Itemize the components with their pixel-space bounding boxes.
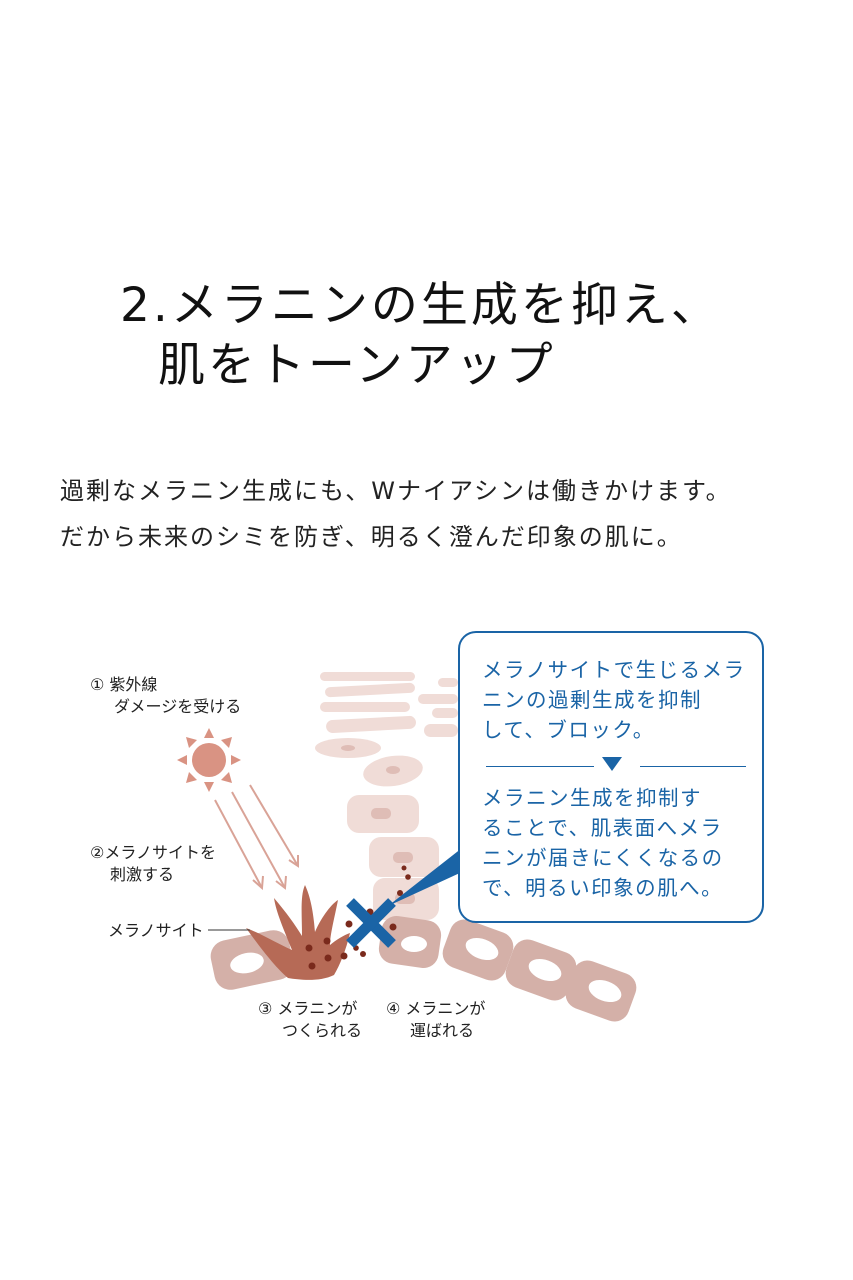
callout-box: メラノサイトで生じるメラ ニンの過剰生成を抑制 して、ブロック。 メラニン生成を… xyxy=(458,631,764,923)
uv-ray-arrows xyxy=(214,784,299,891)
divider-left xyxy=(486,766,594,767)
callout-text-1: メラノサイトで生じるメラ ニンの過剰生成を抑制 して、ブロック。 xyxy=(482,658,746,742)
down-arrow-icon xyxy=(602,757,622,771)
lead-line-2: だから未来のシミを防ぎ、明るく澄んだ印象の肌に。 xyxy=(60,523,683,551)
melanin-granules xyxy=(305,865,411,970)
melanin-diagram: ① 紫外線 ダメージを受ける ②メラノサイトを 刺激する メラノサイト ③ メラ… xyxy=(0,600,853,1070)
callout-text-2: メラニン生成を抑制す ることで、肌表面へメラ ニンが届きにくくなるの で、明るい… xyxy=(482,786,724,900)
sun-icon xyxy=(177,728,241,792)
lead-line-1: 過剰なメラニン生成にも、Wナイアシンは働きかけます。 xyxy=(60,477,732,505)
block-x-icon xyxy=(346,898,396,948)
step-2-label: ②メラノサイトを 刺激する xyxy=(90,843,217,884)
step-4-label: ④ メラニンが 運ばれる xyxy=(386,999,486,1040)
melanocyte-cell xyxy=(246,885,350,980)
lead-paragraph: 過剰なメラニン生成にも、Wナイアシンは働きかけます。 だから未来のシミを防ぎ、明… xyxy=(60,468,732,560)
step-1-label: ① 紫外線 ダメージを受ける xyxy=(90,675,242,716)
divider-right xyxy=(640,766,746,767)
heading-line-1: 2.メラニンの生成を抑え、 xyxy=(120,278,721,333)
skin-diagram-illustration xyxy=(177,672,637,1022)
step-3-label: ③ メラニンが つくられる xyxy=(258,999,363,1040)
melanocyte-label: メラノサイト xyxy=(108,921,204,940)
heading-line-2: 肌をトーンアップ xyxy=(158,338,556,393)
callout-pointer xyxy=(388,848,462,906)
